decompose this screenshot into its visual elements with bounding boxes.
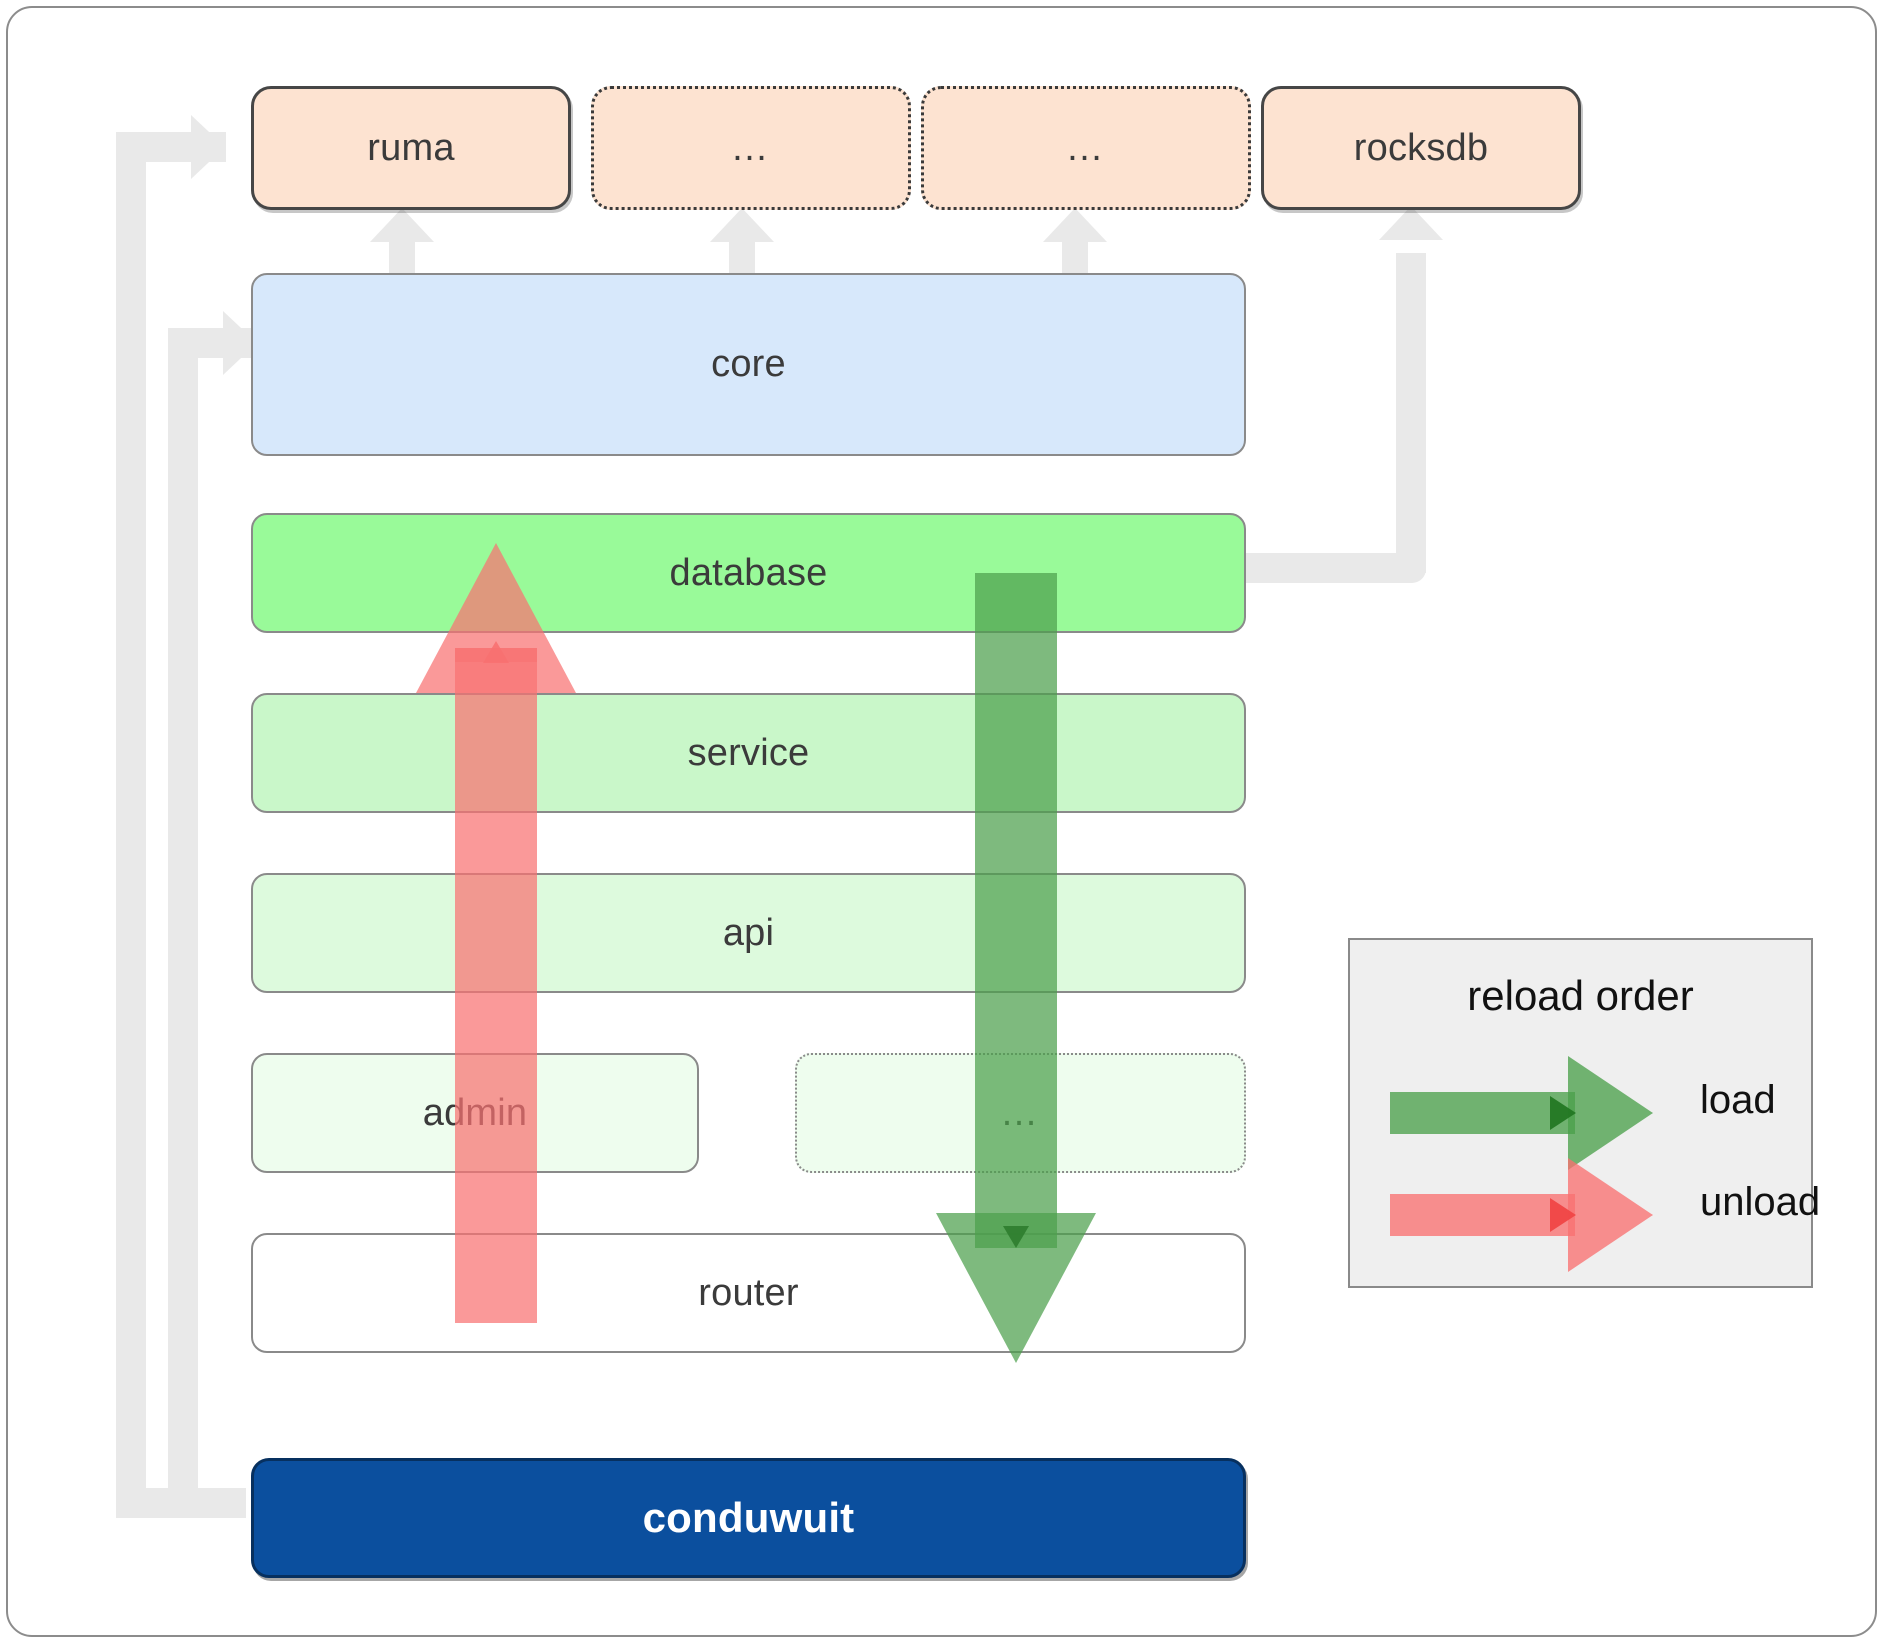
layer-label-service: service <box>687 731 810 774</box>
connector-arrowhead-core-dots2 <box>1043 208 1107 242</box>
unload-arrow-shaft-join <box>455 648 537 662</box>
legend-title: reload order <box>1467 972 1694 1019</box>
dependency-box-ruma[interactable]: ruma <box>251 86 571 210</box>
legend-unload-arrow-notch <box>1550 1198 1576 1232</box>
legend-label-unload: unload <box>1700 1180 1821 1224</box>
layer-box-core[interactable]: core <box>251 273 1246 456</box>
root-label-conduwuit: conduwuit <box>642 1494 855 1541</box>
layer-box-database[interactable]: database <box>251 513 1246 633</box>
dependency-box-ellipsis-1[interactable]: … <box>591 86 911 210</box>
connector-wire-rocksdb-vertical <box>1396 253 1426 573</box>
connector-arrowhead-rocksdb <box>1379 206 1443 240</box>
unload-arrow-head <box>416 543 576 693</box>
connector-arrowhead-core-ruma <box>370 208 434 242</box>
connector-arrowhead-core-dots1 <box>710 208 774 242</box>
legend-load-arrow-notch <box>1550 1096 1576 1130</box>
unload-arrow-shaft <box>455 648 537 1323</box>
layer-box-api[interactable]: api <box>251 873 1246 993</box>
layer-label-database: database <box>669 551 828 594</box>
connector-wire-db-right <box>1236 553 1426 583</box>
legend-load-arrow-shaft <box>1390 1092 1575 1134</box>
load-arrow-shaft <box>975 573 1057 1248</box>
legend-label-load: load <box>1700 1078 1776 1122</box>
dependency-box-rocksdb[interactable]: rocksdb <box>1261 86 1581 210</box>
dependency-box-ellipsis-2[interactable]: … <box>921 86 1251 210</box>
layer-box-router[interactable]: router <box>251 1233 1246 1353</box>
layer-label-api: api <box>722 911 775 954</box>
diagram-frame: ruma … … rocksdb core database service a… <box>6 6 1877 1637</box>
legend-load-arrow-head <box>1568 1056 1653 1170</box>
layer-box-service[interactable]: service <box>251 693 1246 813</box>
legend-panel: reload order load unload <box>1348 938 1820 1288</box>
connector-wire-vertical-outer <box>116 132 146 1518</box>
root-box-conduwuit[interactable]: conduwuit <box>251 1458 1246 1578</box>
connector-wire-vertical-inner <box>168 328 198 1518</box>
connector-arrowhead-ruma <box>191 115 225 179</box>
legend-unload-arrow-shaft <box>1390 1194 1575 1236</box>
dependency-label-rocksdb: rocksdb <box>1353 126 1489 169</box>
dependency-label-ellipsis-2: … <box>1065 126 1107 169</box>
dependency-label-ruma: ruma <box>367 126 455 169</box>
dependency-label-ellipsis-1: … <box>730 126 772 169</box>
layer-label-router: router <box>698 1271 799 1314</box>
legend-unload-arrow-head <box>1568 1158 1653 1272</box>
layer-label-core: core <box>711 343 786 385</box>
diagram-canvas: ruma … … rocksdb core database service a… <box>8 8 1879 1639</box>
load-arrow-notch <box>1003 1226 1029 1248</box>
